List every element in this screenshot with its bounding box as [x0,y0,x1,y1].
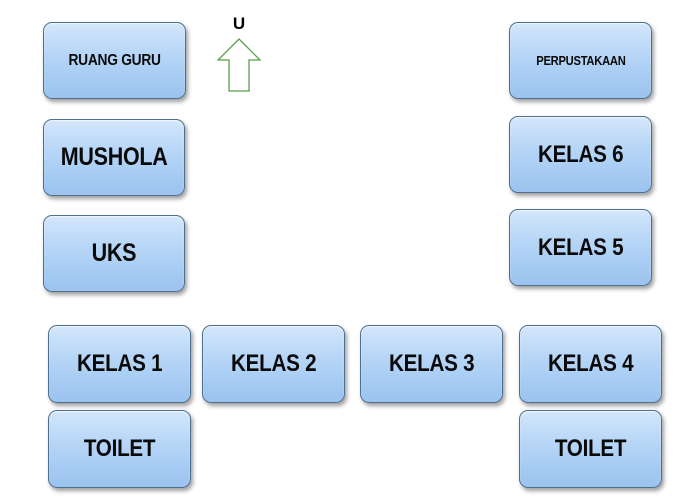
room-mushola: MUSHOLA [43,119,185,196]
room-toilet-right: TOILET [519,410,662,488]
room-label: KELAS 5 [537,233,624,261]
room-kelas-4: KELAS 4 [519,325,662,403]
room-perpustakaan: PERPUSTAKAAN [509,22,652,99]
room-label: KELAS 6 [537,140,624,168]
room-label: MUSHOLA [60,143,168,171]
up-arrow-icon [217,38,261,92]
room-label: UKS [91,239,137,267]
room-label: TOILET [83,435,156,462]
north-compass: U [217,14,261,94]
room-label: KELAS 4 [547,350,634,377]
room-label: TOILET [554,435,627,462]
room-label: PERPUSTAKAAN [535,53,626,68]
room-kelas-6: KELAS 6 [509,116,652,193]
room-kelas-3: KELAS 3 [360,325,503,403]
room-kelas-5: KELAS 5 [509,209,652,286]
room-label: KELAS 1 [76,350,163,377]
room-ruang-guru: RUANG GURU [43,22,186,99]
room-label: KELAS 2 [230,350,317,377]
room-uks: UKS [43,215,185,292]
room-toilet-left: TOILET [48,410,191,488]
north-label: U [232,14,246,33]
room-kelas-1: KELAS 1 [48,325,191,403]
room-label: KELAS 3 [388,350,475,377]
room-label: RUANG GURU [68,51,161,69]
room-kelas-2: KELAS 2 [202,325,345,403]
